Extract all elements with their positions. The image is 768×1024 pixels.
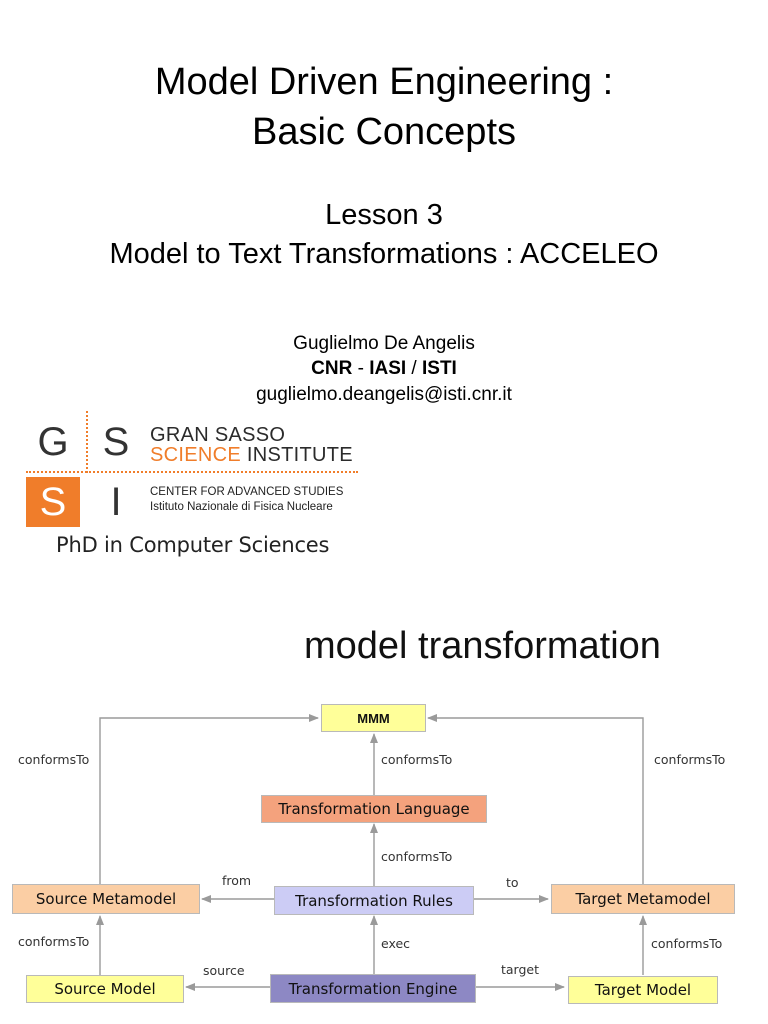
- box-mmm: MMM: [321, 704, 426, 732]
- box-transformation-engine: Transformation Engine: [270, 974, 476, 1003]
- author-email: guglielmo.deangelis@isti.cnr.it: [256, 384, 512, 405]
- affiliation-separator: -: [352, 358, 370, 379]
- box-target-metamodel: Target Metamodel: [551, 884, 735, 914]
- affiliation-isti: ISTI: [422, 358, 457, 379]
- logo-science-institute: SCIENCE INSTITUTE: [150, 444, 353, 466]
- section-title: model transformation: [304, 625, 661, 667]
- gssi-logo: G S S I GRAN SASSO SCIENCE INSTITUTE CEN…: [26, 411, 366, 531]
- logo-letter-s-orange: S: [26, 477, 80, 527]
- logo-letter-i: I: [110, 480, 122, 524]
- box-transformation-language: Transformation Language: [261, 795, 487, 823]
- lesson-number: Lesson 3: [325, 199, 443, 231]
- affiliation-iasi: IASI: [369, 358, 407, 379]
- edge-source-metamodel-to-mmm: [99, 714, 319, 884]
- affiliation-separator: /: [406, 358, 422, 379]
- label-conforms-target-model: conformsTo: [651, 936, 723, 951]
- logo-vertical-divider: [86, 411, 88, 473]
- label-source: source: [203, 963, 245, 978]
- label-conforms-right: conformsTo: [654, 752, 726, 767]
- box-source-model: Source Model: [26, 975, 184, 1003]
- label-conforms-left: conformsTo: [18, 752, 90, 767]
- author-name: Guglielmo De Angelis: [293, 333, 475, 354]
- logo-science: SCIENCE: [150, 444, 242, 466]
- logo-horizontal-divider: [26, 471, 358, 473]
- author-affiliation: CNR - IASI / ISTI: [0, 357, 768, 381]
- box-source-metamodel: Source Metamodel: [12, 884, 200, 914]
- label-to: to: [506, 875, 519, 890]
- box-target-model: Target Model: [568, 976, 718, 1004]
- logo-letter-g: G: [37, 420, 69, 464]
- logo-institute: INSTITUTE: [241, 444, 353, 466]
- label-target: target: [501, 962, 540, 977]
- box-transformation-rules: Transformation Rules: [274, 886, 474, 915]
- label-conforms-rules: conformsTo: [381, 849, 453, 864]
- affiliation-cnr: CNR: [311, 358, 353, 379]
- logo-letter-s-top: S: [102, 420, 130, 464]
- edge-target-metamodel-to-mmm: [427, 714, 644, 884]
- logo-infn: Istituto Nazionale di Fisica Nucleare: [150, 501, 333, 513]
- label-conforms-source-model: conformsTo: [18, 934, 90, 949]
- logo-gran-sasso: GRAN SASSO: [150, 424, 286, 446]
- slide-title-line2: Basic Concepts: [251, 111, 516, 153]
- lesson-title: Model to Text Transformations : ACCELEO: [109, 238, 659, 270]
- slide-title-line1: Model Driven Engineering :: [154, 61, 614, 103]
- logo-center-advanced-studies: CENTER FOR ADVANCED STUDIES: [150, 486, 344, 498]
- phd-program: PhD in Computer Sciences: [56, 533, 330, 557]
- label-conforms-center: conformsTo: [381, 752, 453, 767]
- label-exec: exec: [381, 936, 411, 951]
- label-from: from: [222, 873, 252, 888]
